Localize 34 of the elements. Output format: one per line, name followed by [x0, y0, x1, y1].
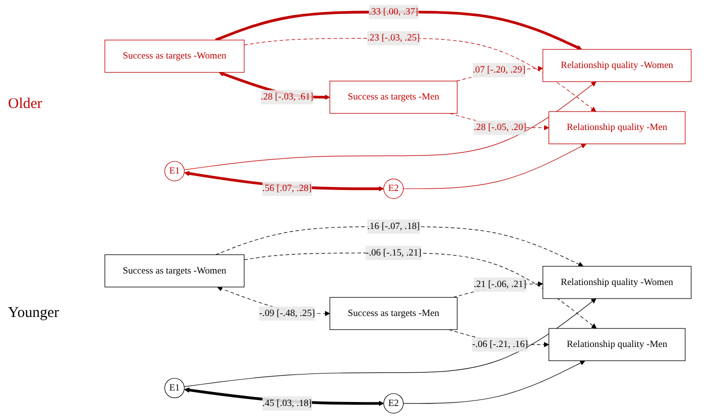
node-circle: E2	[383, 178, 404, 199]
arrow	[244, 38, 596, 112]
edge-label: .28 [-.03, .61]	[260, 92, 314, 102]
node-box: Relationship quality -Women	[542, 266, 692, 299]
node-circle: E2	[383, 393, 404, 414]
arrow	[215, 10, 582, 50]
group-label: Older	[8, 96, 44, 113]
arrow	[244, 252, 597, 329]
arrow	[215, 226, 584, 267]
edge-label: -.09 [-.48, .25]	[259, 308, 315, 318]
node-box: Success as targets -Men	[330, 297, 458, 330]
edge-label: -.06 [-.15, .21]	[366, 248, 422, 258]
edge-label: .23 [-.03, .25]	[367, 32, 420, 44]
edge-label: .45 [.03, .18]	[262, 398, 312, 408]
node-box: Relationship quality -Women	[542, 49, 692, 82]
node-circle: E1	[164, 161, 185, 182]
edge-label: -.06 [-.21, .16]	[472, 339, 528, 350]
edge-label: .21 [-.06, .21]	[474, 279, 526, 290]
edge-label: .28 [-.05, .20]	[474, 122, 526, 132]
arrow	[184, 81, 596, 170]
edge-label: .07 [-.20, .29]	[472, 64, 526, 75]
node-circle: E1	[164, 378, 185, 398]
edge-label: .16 [-.07, .18]	[367, 221, 420, 232]
arrow	[403, 360, 586, 404]
node-box: Relationship quality -Men	[548, 328, 686, 362]
arrow	[184, 298, 596, 388]
node-box: Success as targets -Women	[104, 254, 244, 288]
node-box: Success as targets -Women	[104, 40, 244, 73]
edge-label: .33 [.00, .37]	[368, 6, 418, 17]
edge-label: .56 [.07, .28]	[262, 183, 312, 194]
node-box: Success as targets -Men	[330, 80, 458, 114]
group-label: Younger	[8, 305, 60, 322]
arrow	[403, 144, 586, 190]
node-box: Relationship quality -Men	[548, 111, 686, 144]
